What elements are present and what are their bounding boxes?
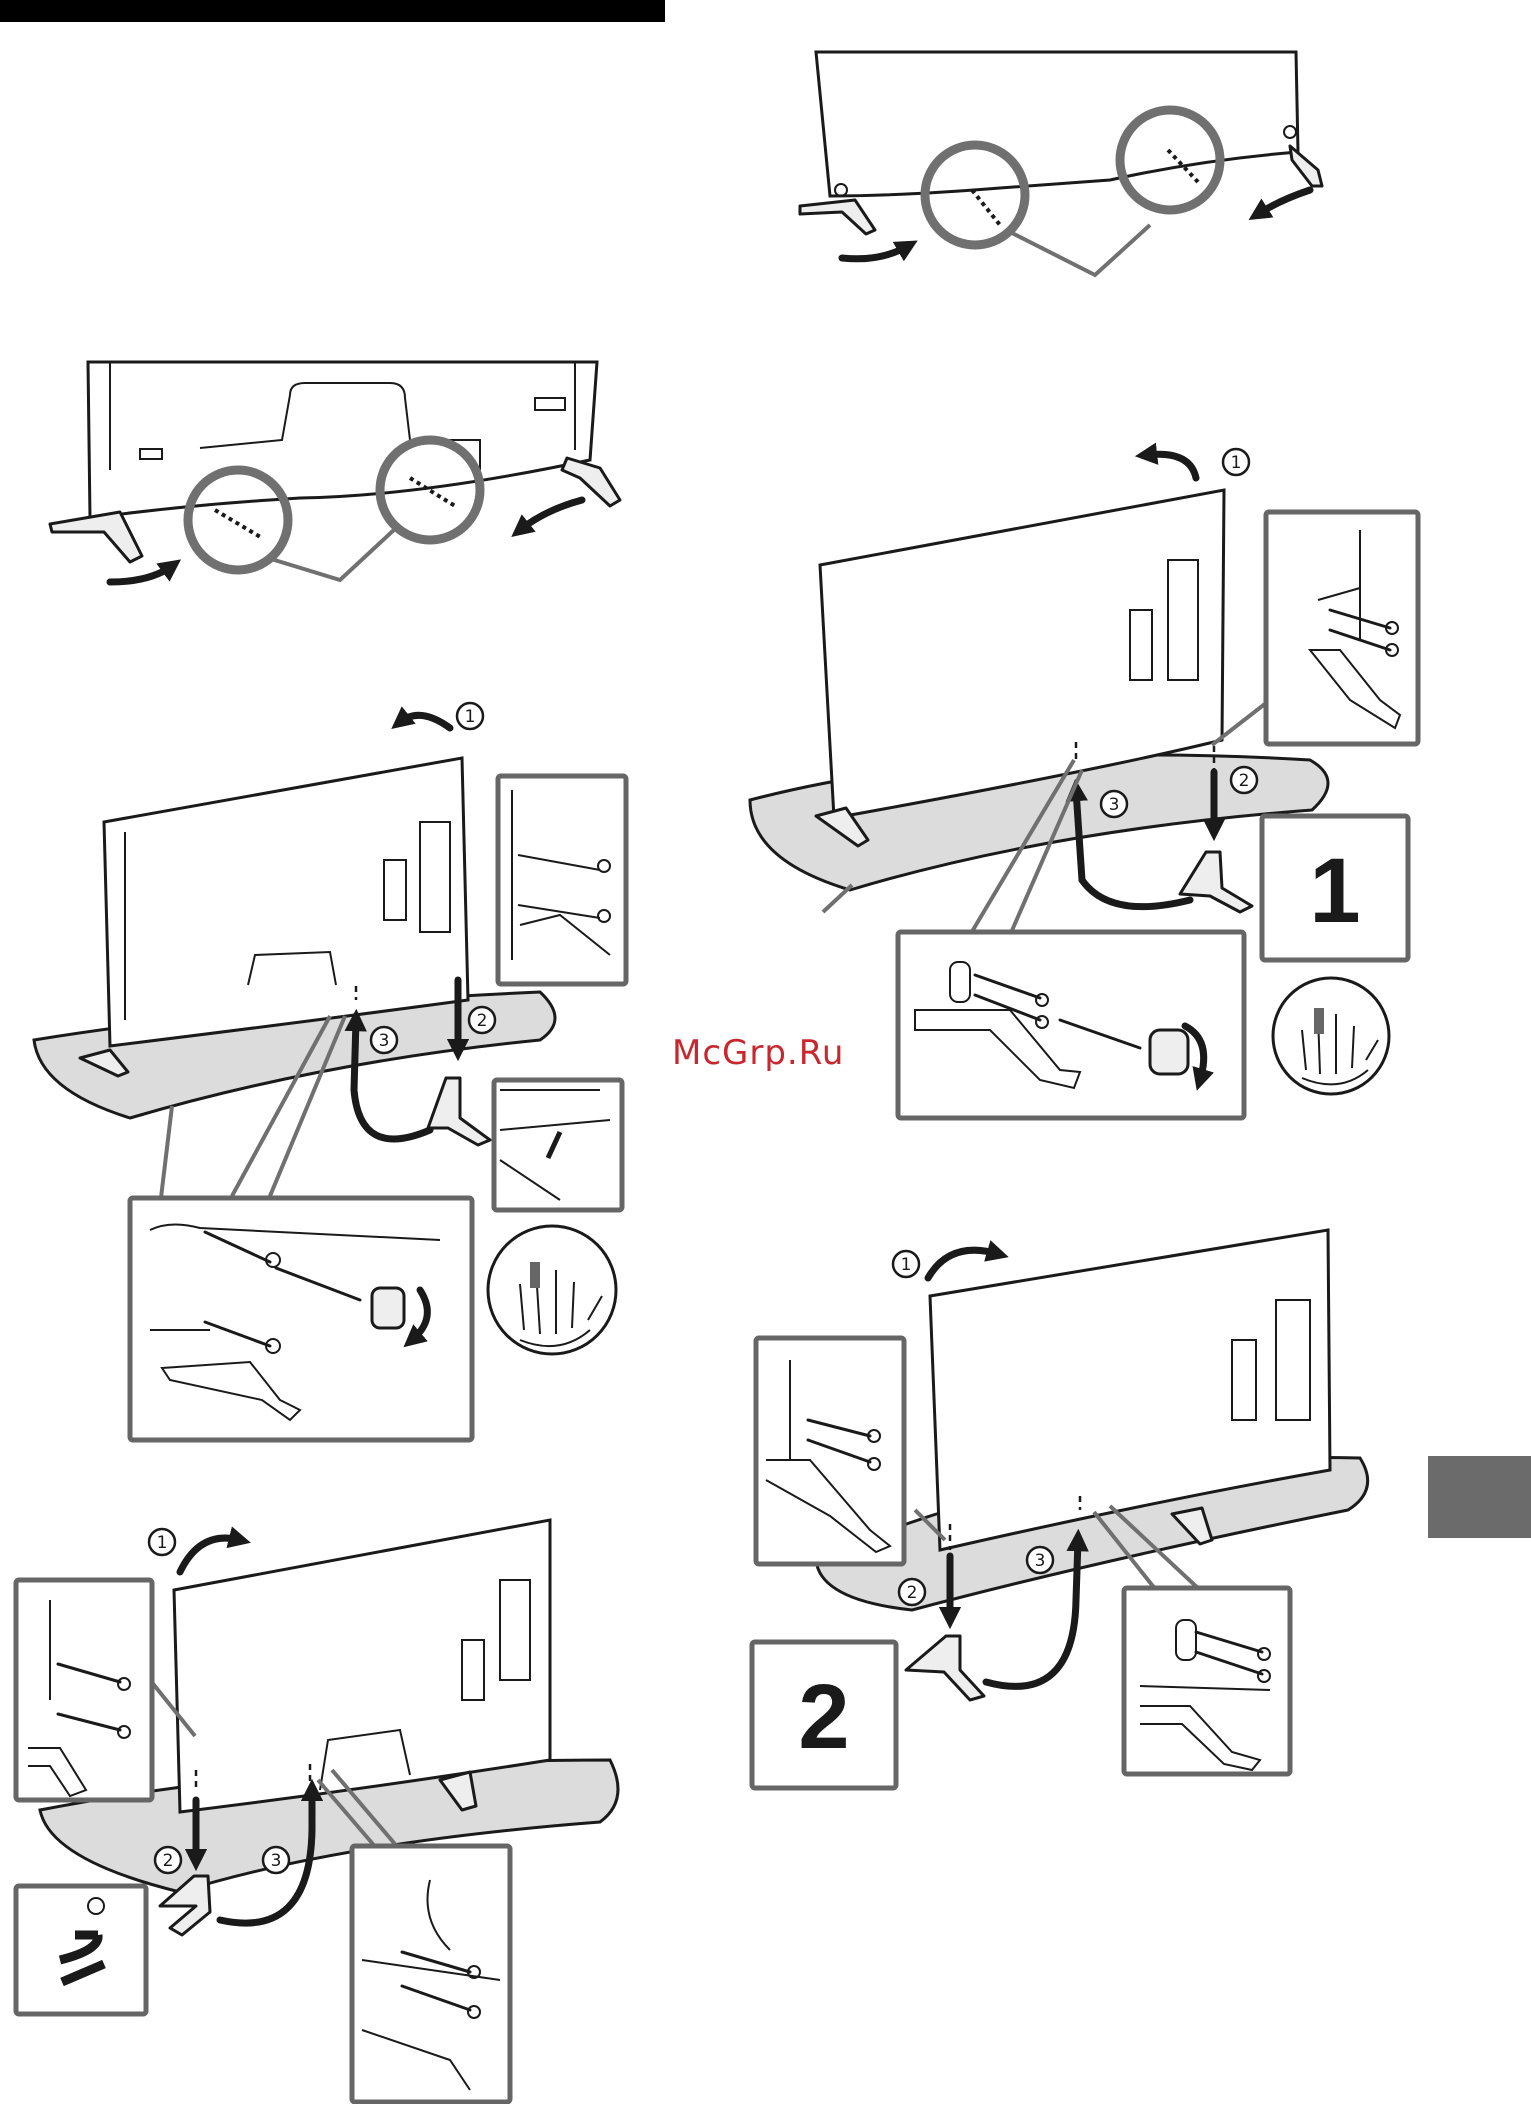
- step-marker-c3: 3: [371, 1027, 397, 1053]
- step-marker-f2: 2: [899, 1579, 925, 1605]
- figure-stand-slide-right: [800, 52, 1322, 275]
- figure-attach-stand-2-rear: [16, 1520, 618, 2102]
- hand-caution-icon-right: [1273, 978, 1389, 1094]
- step-marker-f3: 3: [1027, 1547, 1053, 1573]
- stand-label-box-1: 1: [1262, 816, 1408, 960]
- step-marker-e3: 3: [263, 1847, 289, 1873]
- svg-text:1: 1: [1231, 453, 1242, 473]
- watermark-text: McGrp.Ru: [672, 1033, 844, 1073]
- svg-text:1: 1: [157, 1533, 168, 1553]
- step-marker-c1: 1: [457, 703, 483, 729]
- figure-attach-stand-1-rear: [34, 715, 626, 1440]
- svg-text:2: 2: [163, 1851, 174, 1871]
- step-marker-d1: 1: [1223, 449, 1249, 475]
- svg-text:2: 2: [907, 1583, 918, 1603]
- svg-text:2: 2: [1239, 771, 1250, 791]
- step-marker-d2: 2: [1231, 767, 1257, 793]
- stand-label-box-2: 2: [752, 1642, 896, 1788]
- stand-label-2: 2: [798, 1666, 849, 1768]
- svg-text:1: 1: [465, 707, 476, 727]
- step-marker-d3: 3: [1101, 791, 1127, 817]
- svg-text:1: 1: [901, 1255, 912, 1275]
- svg-text:3: 3: [271, 1851, 282, 1871]
- svg-text:3: 3: [1109, 795, 1120, 815]
- step-marker-e2: 2: [155, 1847, 181, 1873]
- svg-text:3: 3: [379, 1031, 390, 1051]
- step-marker-c2: 2: [469, 1007, 495, 1033]
- step-marker-f1: 1: [893, 1251, 919, 1277]
- step-marker-e1: 1: [149, 1529, 175, 1555]
- svg-text:3: 3: [1035, 1551, 1046, 1571]
- section-tab: [1428, 1456, 1531, 1538]
- hand-caution-icon: [488, 1226, 616, 1354]
- stand-label-1: 1: [1309, 840, 1360, 942]
- header-bar: [0, 0, 665, 22]
- svg-text:2: 2: [477, 1011, 488, 1031]
- figure-stand-slide-left: [50, 362, 620, 582]
